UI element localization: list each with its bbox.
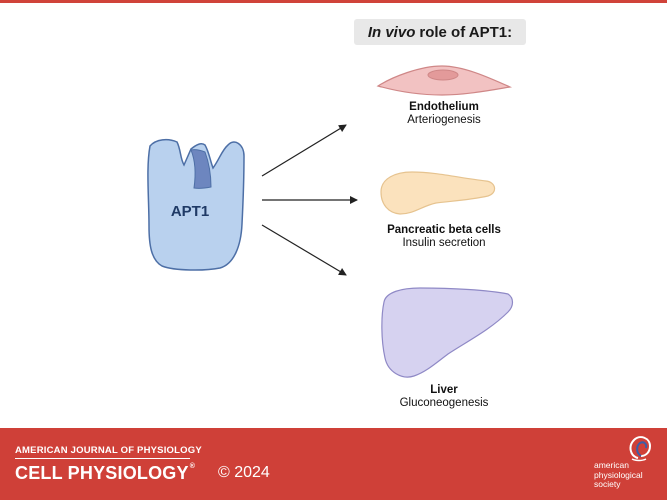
apt1-label: APT1 (170, 203, 210, 220)
society-name: american physiological society (594, 460, 643, 490)
beta-cells-label: Pancreatic beta cells Insulin secretion (364, 224, 524, 250)
endothelial-cell-shape (376, 65, 513, 96)
arrow-to-endothelium (261, 124, 347, 177)
liver-shape (381, 287, 514, 378)
liver-label: Liver Gluconeogenesis (384, 384, 504, 410)
journal-footer: AMERICAN JOURNAL OF PHYSIOLOGY CELL PHYS… (0, 428, 667, 500)
apt1-diagram (147, 65, 514, 378)
endothelium-label: Endothelium Arteriogenesis (384, 101, 504, 127)
apt1-enzyme-shape (147, 138, 245, 271)
journal-name: CELL PHYSIOLOGY® (15, 463, 195, 484)
endothelium-name: Endothelium (409, 101, 479, 113)
journal-name-text: CELL PHYSIOLOGY (15, 463, 189, 483)
society-line-2: physiological (594, 469, 643, 480)
diagram-header: In vivo role of APT1: (354, 19, 526, 45)
beta-cells-role: Insulin secretion (402, 237, 486, 249)
endothelial-nucleus (427, 69, 459, 81)
journal-top-line: AMERICAN JOURNAL OF PHYSIOLOGY (15, 445, 202, 456)
apt1-binding-pocket (190, 149, 212, 189)
society-logo-icon (629, 436, 652, 462)
society-line-3: society (594, 479, 621, 489)
society-line-1: american (594, 460, 629, 470)
beta-cells-name: Pancreatic beta cells (387, 224, 501, 236)
liver-role: Gluconeogenesis (399, 397, 489, 409)
top-accent-rule (0, 0, 667, 3)
copyright-year: © 2024 (218, 464, 270, 481)
journal-divider (15, 458, 190, 459)
endothelium-role: Arteriogenesis (407, 114, 481, 126)
beta-cell-shape (380, 171, 496, 215)
arrow-to-liver (261, 224, 347, 276)
header-text: role of APT1: (419, 23, 513, 41)
registered-mark: ® (189, 463, 196, 470)
liver-name: Liver (430, 384, 458, 396)
header-italic: In vivo (367, 23, 416, 41)
